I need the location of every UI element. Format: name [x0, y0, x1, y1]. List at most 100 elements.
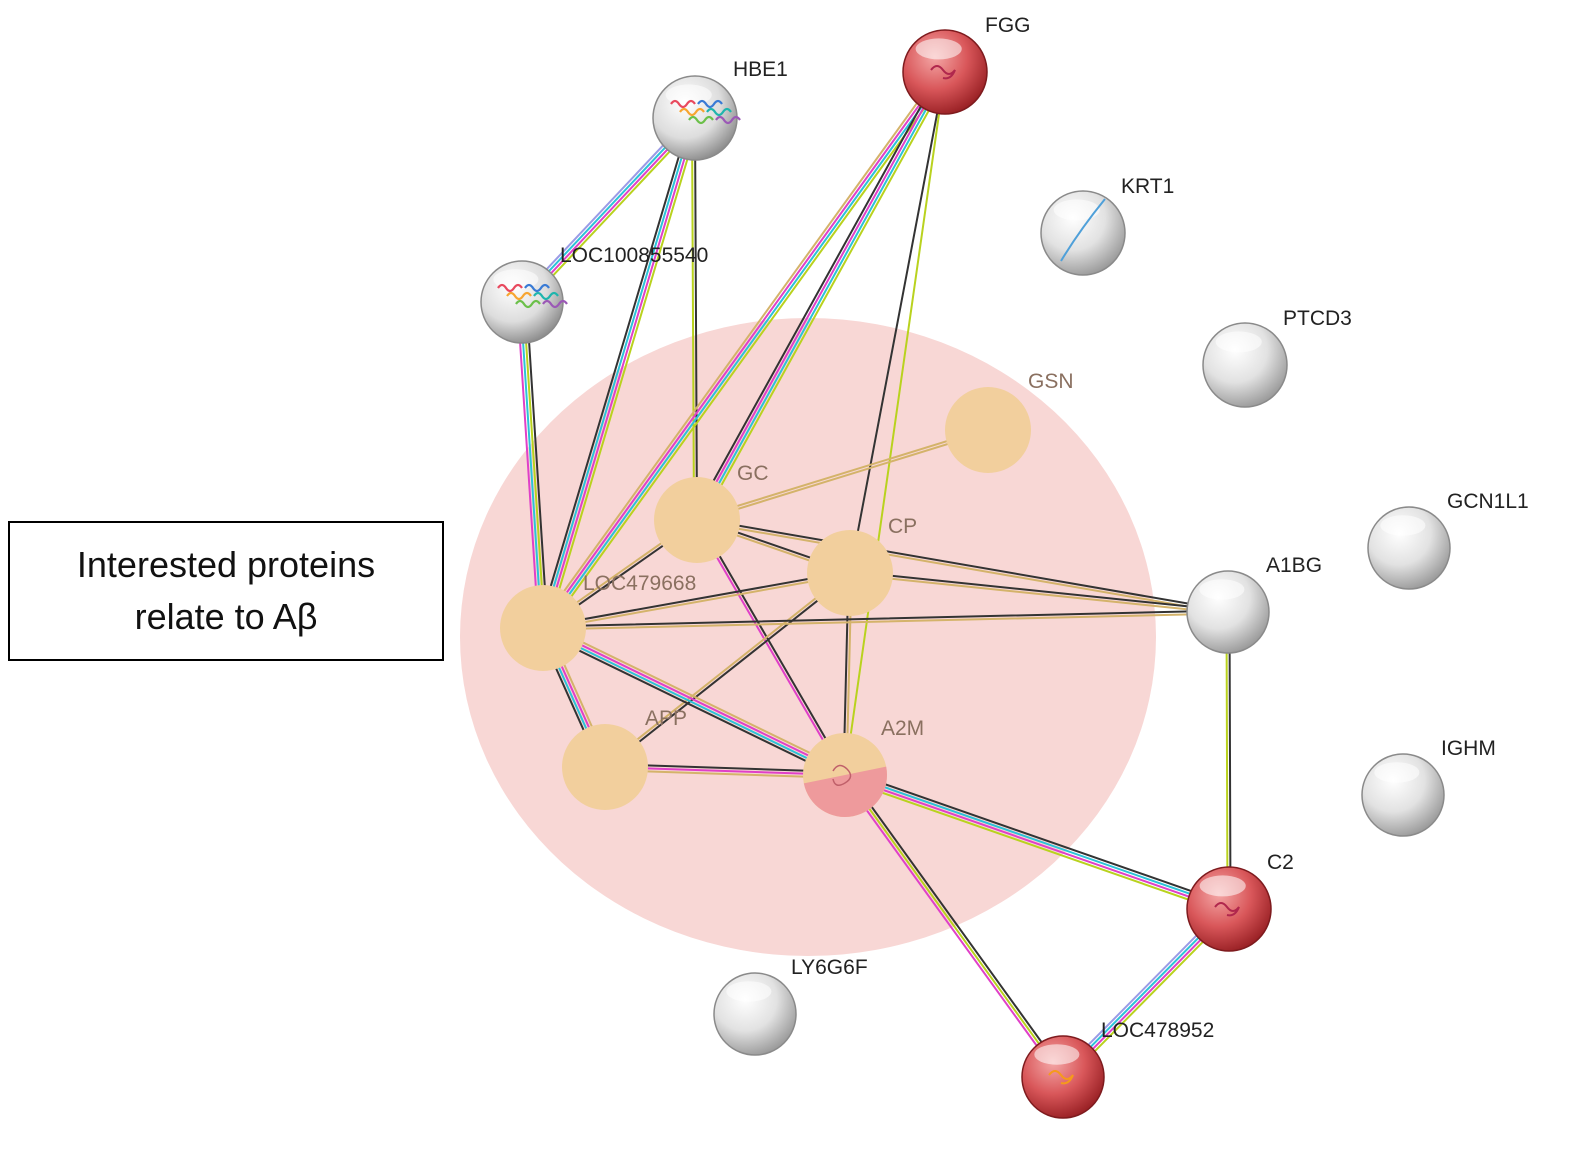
edge-FGG-LOC479668	[538, 68, 950, 632]
edge-A2M-C2	[842, 769, 1232, 915]
edge-HBE1-GC	[694, 117, 698, 521]
node-ighm[interactable]: IGHM	[1361, 737, 1496, 837]
edge-line-tan	[848, 573, 1229, 615]
node-krt1[interactable]: KRT1	[1040, 175, 1174, 276]
node-highlight	[915, 38, 962, 60]
edge-line-tan	[603, 570, 851, 767]
edge-FGG-A2M	[844, 71, 946, 776]
node-highlight	[1215, 331, 1262, 353]
protein-helix-icon	[706, 107, 732, 117]
node-a2m[interactable]: A2M	[803, 717, 924, 817]
edge-line-magenta	[841, 775, 1062, 1080]
node-gc[interactable]: GC	[654, 462, 769, 563]
node-fgg[interactable]: FGG	[902, 14, 1031, 115]
node-highlight	[1034, 1044, 1080, 1065]
node-loc100855540[interactable]: LOC100855540	[480, 244, 708, 344]
node-label: GCN1L1	[1447, 490, 1529, 513]
edge-line-yellow	[844, 774, 1064, 1078]
node-label: HBE1	[733, 58, 788, 81]
edge-line-magenta	[694, 70, 945, 521]
edge-line-black	[696, 517, 1230, 612]
node-loc478952[interactable]: LOC478952	[1021, 1019, 1214, 1119]
node-gcn1l1[interactable]: GCN1L1	[1367, 490, 1529, 590]
node-label: IGHM	[1441, 737, 1496, 760]
edge-LOC479668-A1BG	[541, 609, 1230, 631]
callout-line-1: Interested proteins	[76, 543, 376, 585]
protein-strand-icon	[1060, 198, 1106, 262]
edge-GC-A2M	[694, 518, 848, 777]
node-label: LOC479668	[583, 572, 696, 595]
edge-line-black	[1228, 610, 1232, 910]
edge-line-black	[697, 518, 848, 776]
edge-CP-APP	[603, 570, 852, 770]
node-gsn[interactable]: GSN	[945, 370, 1074, 473]
node-label: PTCD3	[1283, 307, 1352, 330]
node-ly6g6f[interactable]: LY6G6F	[713, 956, 868, 1056]
node-label: A1BG	[1266, 554, 1322, 577]
node-app[interactable]: APP	[562, 707, 687, 810]
node-label: LY6G6F	[791, 956, 868, 979]
node-circle	[807, 530, 893, 616]
node-c2[interactable]: C2	[1186, 851, 1294, 952]
edge-FGG-CP	[849, 71, 946, 574]
edge-line-magenta	[516, 301, 540, 630]
node-ptcd3[interactable]: PTCD3	[1202, 307, 1352, 408]
edge-line-cyan	[519, 301, 543, 630]
edge-line-magenta	[843, 775, 1230, 912]
edge-line-tan	[695, 427, 989, 520]
node-cp[interactable]: CP	[807, 515, 917, 616]
edge-line-black	[525, 300, 549, 629]
node-label: GC	[737, 462, 769, 485]
callout-box: Interested proteins relate to Aβ	[8, 521, 444, 661]
node-hbe1[interactable]: HBE1	[652, 58, 788, 161]
node-loc479668[interactable]: LOC479668	[500, 572, 696, 671]
node-circle	[654, 477, 740, 563]
protein-helix-icon	[506, 291, 532, 301]
protein-helix-icon	[524, 283, 550, 293]
protein-structure-icon	[930, 65, 956, 80]
edge-line-yellow	[691, 117, 696, 522]
node-label: APP	[645, 707, 687, 730]
edge-line-tan	[542, 612, 1230, 631]
node-highlight	[726, 981, 772, 1002]
edge-line-black	[537, 115, 692, 628]
protein-structure-icon	[832, 764, 852, 786]
edge-line-black	[604, 573, 852, 770]
node-label: KRT1	[1121, 175, 1174, 198]
node-a1bg[interactable]: A1BG	[1186, 554, 1322, 654]
edge-line-yellow	[545, 73, 950, 632]
node-highlight	[1199, 875, 1246, 897]
edge-line-yellow	[842, 778, 1229, 915]
edge-line-magenta	[542, 625, 847, 775]
protein-helix-icon	[515, 299, 541, 309]
node-label: CP	[888, 515, 917, 538]
edge-line-black	[849, 71, 946, 574]
edge-line-tan	[695, 520, 1229, 615]
callout-line-2: relate to Aβ	[134, 596, 318, 637]
edge-line-black	[692, 68, 943, 519]
edge-LOC479668-A2M	[540, 622, 848, 781]
node-label: FGG	[985, 14, 1031, 37]
edge-CP-LOC479668	[541, 570, 852, 631]
protein-structure-icon	[1214, 902, 1240, 917]
edge-line-tan	[542, 573, 852, 631]
edge-line-yellow	[546, 118, 701, 631]
edge-A1BG-C2	[1225, 610, 1232, 911]
node-label: LOC478952	[1101, 1019, 1214, 1042]
edge-line-cyan	[844, 772, 1231, 909]
edge-line-cyan	[541, 628, 846, 778]
node-label: LOC100855540	[560, 244, 708, 267]
edge-line-black	[541, 609, 1229, 628]
node-label: C2	[1267, 851, 1294, 874]
edge-line-tan	[543, 622, 848, 772]
edge-GC-GSN	[695, 427, 990, 523]
edge-FGG-GC	[692, 68, 950, 524]
node-highlight	[1053, 199, 1100, 221]
edge-line-black	[540, 631, 845, 781]
protein-structure-icon	[1048, 1070, 1074, 1085]
edges-layer	[516, 68, 1234, 1082]
edge-line-yellow	[699, 73, 950, 524]
edge-line-cyan	[697, 71, 948, 522]
